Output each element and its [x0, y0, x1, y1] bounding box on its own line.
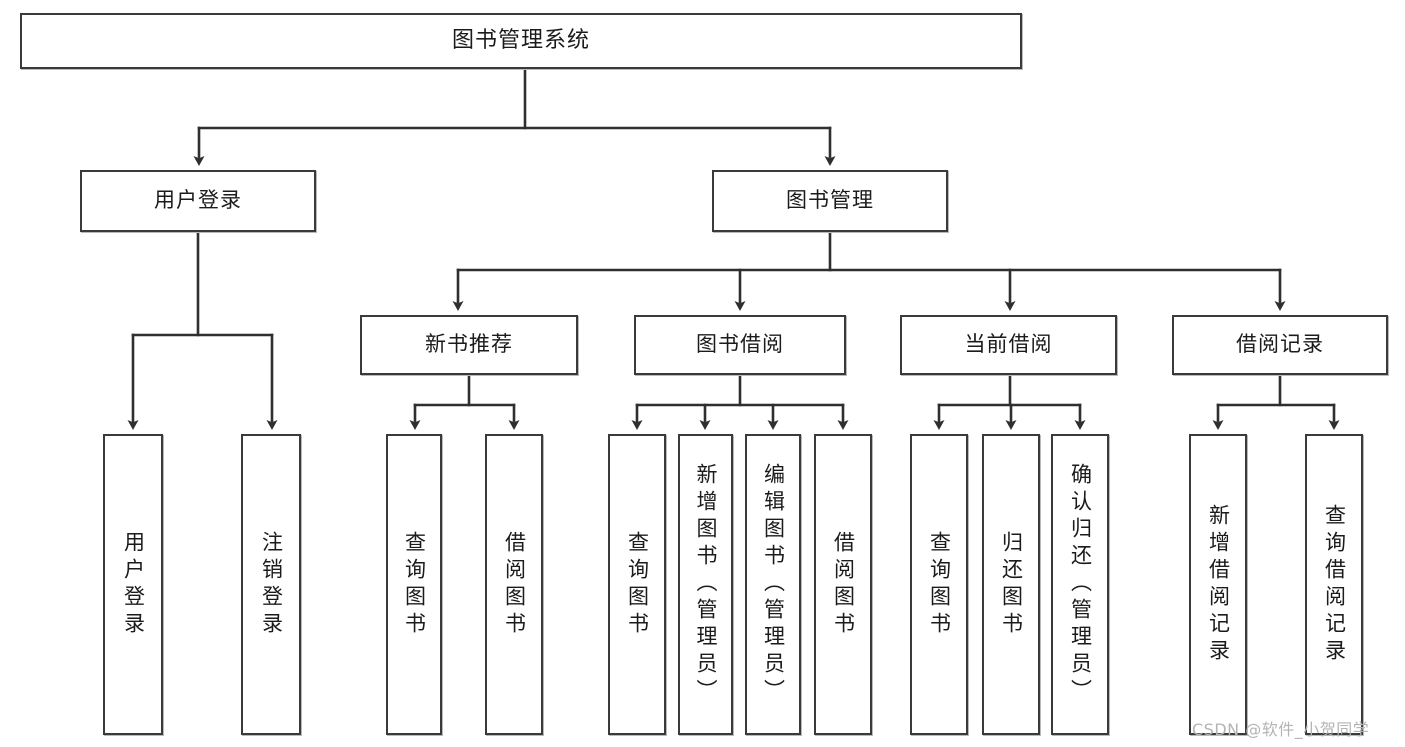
node-leaf-borrow-book-2-label: 借阅图书: [831, 530, 856, 639]
node-leaf-return-book-label: 归还图书: [999, 530, 1024, 639]
node-leaf-query-record[interactable]: 查询借阅记录: [1305, 434, 1363, 735]
node-book-borrow-label: 图书借阅: [696, 332, 784, 357]
node-leaf-borrow-book-1-label: 借阅图书: [502, 530, 527, 639]
node-current-borrow[interactable]: 当前借阅: [900, 315, 1117, 375]
watermark-text: CSDN @软件_小贺同学: [1192, 720, 1370, 739]
node-leaf-borrow-book-2[interactable]: 借阅图书: [814, 434, 872, 735]
node-borrow-record[interactable]: 借阅记录: [1172, 315, 1388, 375]
node-leaf-edit-book-label: 编辑图书（管理员）: [761, 463, 786, 706]
node-leaf-edit-book[interactable]: 编辑图书（管理员）: [745, 434, 801, 735]
node-leaf-query-book-3[interactable]: 查询图书: [910, 434, 968, 735]
node-user-login[interactable]: 用户登录: [80, 170, 316, 232]
node-leaf-user-login[interactable]: 用户登录: [103, 434, 163, 735]
node-leaf-query-record-label: 查询借阅记录: [1322, 503, 1347, 666]
node-leaf-confirm-return[interactable]: 确认归还（管理员）: [1051, 434, 1109, 735]
node-book-manage-label: 图书管理: [786, 188, 874, 213]
node-new-book-recommend[interactable]: 新书推荐: [360, 315, 578, 375]
node-leaf-add-record[interactable]: 新增借阅记录: [1189, 434, 1247, 735]
node-leaf-borrow-book-1[interactable]: 借阅图书: [485, 434, 543, 735]
node-leaf-add-record-label: 新增借阅记录: [1206, 503, 1231, 666]
node-leaf-query-book-2[interactable]: 查询图书: [608, 434, 666, 735]
node-root-label: 图书管理系统: [451, 27, 590, 53]
node-leaf-confirm-return-label: 确认归还（管理员）: [1068, 463, 1093, 706]
node-current-borrow-label: 当前借阅: [964, 332, 1053, 357]
node-leaf-add-book-label: 新增图书（管理员）: [694, 463, 718, 706]
node-root-system[interactable]: 图书管理系统: [20, 13, 1022, 69]
node-leaf-query-book-2-label: 查询图书: [625, 530, 650, 639]
node-leaf-add-book[interactable]: 新增图书（管理员）: [678, 434, 733, 735]
node-leaf-query-book-1-label: 查询图书: [402, 530, 427, 639]
node-leaf-user-logout-label: 注销登录: [259, 530, 284, 639]
node-leaf-user-login-label: 用户登录: [121, 530, 146, 639]
node-leaf-return-book[interactable]: 归还图书: [982, 434, 1040, 735]
node-leaf-user-logout[interactable]: 注销登录: [241, 434, 301, 735]
node-book-borrow[interactable]: 图书借阅: [634, 315, 846, 375]
node-borrow-record-label: 借阅记录: [1236, 332, 1324, 357]
node-user-login-label: 用户登录: [154, 188, 242, 213]
node-new-book-recommend-label: 新书推荐: [425, 332, 513, 357]
node-leaf-query-book-1[interactable]: 查询图书: [386, 434, 442, 735]
node-leaf-query-book-3-label: 查询图书: [927, 530, 952, 639]
node-book-manage[interactable]: 图书管理: [712, 170, 948, 232]
